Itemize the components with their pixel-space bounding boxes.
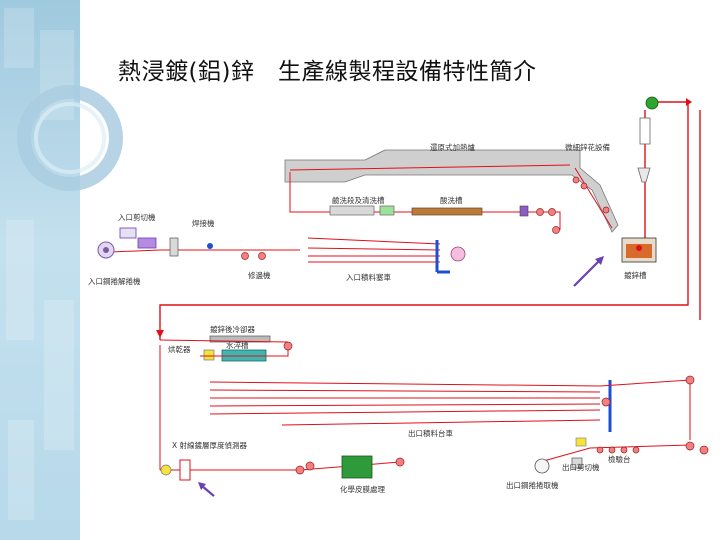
entry-section [97, 227, 300, 260]
preheat-furnace [284, 149, 619, 233]
chemical-section [160, 455, 405, 481]
label-exit-looper: 出口積料台車 [408, 428, 453, 438]
page-title: 熱浸鍍(鋁)鋅 生產線製程設備特性簡介 [118, 59, 537, 85]
label-pickling: 酸洗槽 [440, 195, 463, 205]
label-cooling: 鍍鋅後冷卻器 [210, 324, 255, 334]
label-entry-looper: 入口積料塞車 [346, 272, 391, 282]
label-preheat-furnace: 還原式加熱爐 [430, 142, 475, 152]
cooling-section [159, 335, 293, 362]
label-chemical-treat: 化學皮膜處理 [340, 484, 385, 494]
label-water-quench: 水淬槽 [226, 340, 249, 350]
label-welder: 焊接機 [192, 218, 215, 228]
decorative-ring [17, 85, 123, 191]
arrow-pointer-bottom [198, 482, 215, 497]
tower-equipment [639, 117, 651, 145]
entry-looper [307, 237, 466, 274]
arrow-pointer-top [573, 256, 604, 287]
label-tension-leveler: 修邊機 [248, 270, 271, 280]
label-entry-shear: 入口剪切機 [118, 212, 156, 222]
top-pulley [645, 96, 659, 110]
label-xray-gauge: X 射線鍍層厚度偵測器 [172, 440, 248, 450]
label-zinc-pot: 鍍鋅槽 [624, 270, 647, 280]
top-strip-tower [156, 98, 701, 340]
pretreatment-row [289, 172, 561, 234]
air-knife [637, 167, 651, 183]
label-uncoiler: 入口鋼捲解捲機 [88, 276, 141, 286]
label-exit-shear: 出口剪切機 [562, 462, 600, 472]
exit-looper [159, 345, 695, 470]
exit-section [534, 437, 709, 474]
zinc-pot [621, 237, 657, 263]
label-recoiler: 出口鋼捲捲取機 [506, 480, 559, 490]
label-inspection: 檢驗台 [608, 454, 631, 464]
label-degrease: 鹼洗段及清洗槽 [332, 195, 385, 205]
label-dryer: 烘乾器 [168, 344, 191, 354]
label-zinc-flower: 微細鋅花設備 [565, 142, 610, 152]
